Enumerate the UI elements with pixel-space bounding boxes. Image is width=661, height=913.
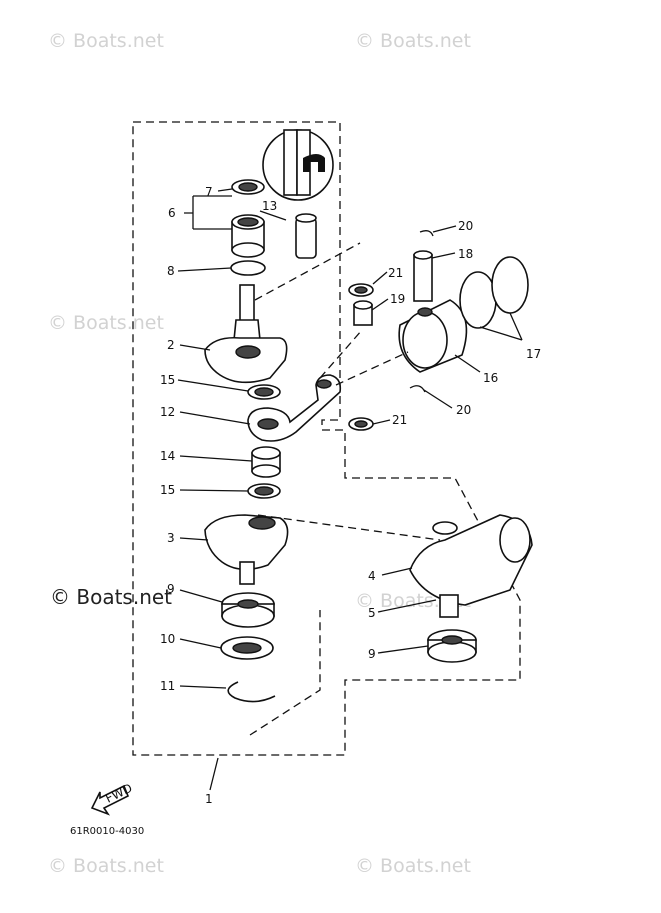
callout-20: 20 <box>456 403 471 417</box>
callout-9: 9 <box>167 582 175 596</box>
callout-7: 7 <box>205 185 213 199</box>
part-9-bearing-left[interactable] <box>221 592 275 628</box>
callout-2: 2 <box>167 338 175 352</box>
alignment-line <box>249 610 321 736</box>
alignment-line <box>254 242 361 301</box>
callout-21: 21 <box>392 413 407 427</box>
callout-9: 9 <box>368 647 376 661</box>
part-12-connecting-rod[interactable] <box>247 374 342 442</box>
part-15-upper-bearing[interactable] <box>247 384 281 400</box>
part-21-washer-upper[interactable] <box>348 283 374 297</box>
callout-20: 20 <box>458 219 473 233</box>
part-8-o-ring[interactable] <box>230 260 266 276</box>
callout-18: 18 <box>458 247 473 261</box>
part-17-piston-rings[interactable] <box>459 256 529 329</box>
fwd-arrow-icon: FWD <box>90 781 134 816</box>
watermark: © Boats.net <box>48 855 164 877</box>
part-15-lower-bearing[interactable] <box>247 483 281 499</box>
assembly-boundary <box>132 121 521 756</box>
callout-15: 15 <box>160 373 175 387</box>
part-7-seal[interactable] <box>231 179 265 195</box>
callout-15: 15 <box>160 483 175 497</box>
watermark: © Boats.net <box>48 30 164 52</box>
callout-1: 1 <box>205 792 213 806</box>
fwd-label: FWD <box>103 781 134 806</box>
callout-19: 19 <box>390 292 405 306</box>
callout-16: 16 <box>483 371 498 385</box>
callout-13: 13 <box>262 199 277 213</box>
part-6-sleeve[interactable] <box>231 214 265 258</box>
part-21-washer-lower[interactable] <box>348 417 374 431</box>
alignment-line <box>319 329 363 379</box>
diagram-code: 61R0010-4030 <box>70 826 145 837</box>
part-11-circlip[interactable] <box>227 681 276 703</box>
callout-8: 8 <box>167 264 175 278</box>
watermark-inline: © Boats.net <box>50 585 173 609</box>
callout-21: 21 <box>388 266 403 280</box>
part-13-pin[interactable] <box>295 213 317 259</box>
callout-5: 5 <box>368 606 376 620</box>
watermark: © Boats.net <box>355 30 471 52</box>
part-9-bearing-right[interactable] <box>427 629 477 663</box>
callout-17: 17 <box>526 347 541 361</box>
callout-11: 11 <box>160 679 175 693</box>
callout-6: 6 <box>168 206 176 220</box>
callout-10: 10 <box>160 632 175 646</box>
callout-4: 4 <box>368 569 376 583</box>
watermark: © Boats.net <box>48 312 164 334</box>
callout-12: 12 <box>160 405 175 419</box>
part-19-needle-bearing[interactable] <box>353 300 373 326</box>
part-20-clip-lower[interactable] <box>409 385 426 393</box>
watermark: © Boats.net <box>355 855 471 877</box>
part-16-piston[interactable] <box>398 299 468 373</box>
part-20-clip-upper[interactable] <box>419 230 434 237</box>
part-3-lower-crank[interactable] <box>204 514 289 585</box>
detail-magnifier <box>262 129 334 201</box>
part-18-piston-pin[interactable] <box>413 250 433 302</box>
part-4-assembled-crank[interactable] <box>409 514 533 618</box>
part-2-upper-crank[interactable] <box>204 284 288 384</box>
callout-labels: 7 6 13 8 2 15 12 14 15 3 9 10 11 1 20 18… <box>160 185 541 806</box>
alignment-line <box>257 514 441 541</box>
callout-14: 14 <box>160 449 175 463</box>
part-10-oil-seal[interactable] <box>220 636 274 660</box>
alignment-line <box>335 351 409 386</box>
part-14-needle-roller[interactable] <box>251 446 281 478</box>
leader-lines <box>177 188 523 791</box>
callout-3: 3 <box>167 531 175 545</box>
